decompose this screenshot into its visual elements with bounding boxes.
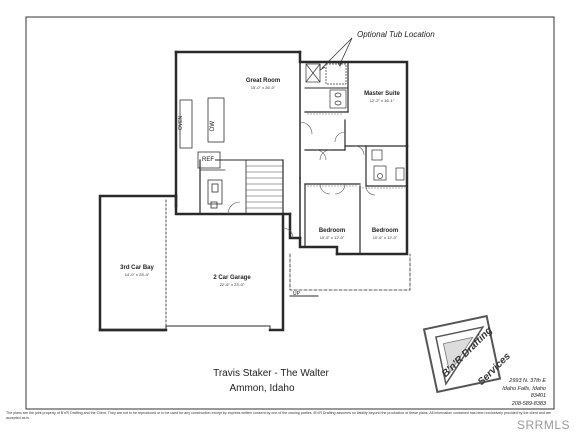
company-address: 2993 N. 37th E Idaho Falls, Idaho 83401 … (502, 378, 546, 408)
callout-leaders (319, 37, 353, 71)
address-line-3: 83401 (530, 393, 546, 399)
master-suite-dims: 12'-2" x 16'-1" (369, 98, 395, 103)
refrigerator-label: REF (201, 157, 215, 163)
oven-label: OVEN (178, 115, 184, 130)
walls (98, 50, 411, 332)
stairs (246, 165, 283, 209)
two-car-garage-label: 2 Car Garage (213, 275, 251, 281)
address-line-2: Idaho Falls, Idaho (502, 385, 546, 392)
kitchen-counters (179, 97, 225, 209)
optional-tub-callout: Optional Tub Location (357, 30, 435, 39)
address-line-1: 2993 N. 37th E (509, 378, 546, 384)
stair-up-label: UP (293, 291, 300, 297)
third-car-bay-dims: 14'-0" x 25'-4" (124, 272, 150, 277)
door-swings (227, 121, 376, 239)
mls-watermark: SRRMLS (516, 418, 570, 432)
closet-shelves (307, 113, 405, 189)
company-phone: 208-589-8383 (511, 400, 546, 407)
sheet-border (25, 16, 555, 410)
bath-fixtures (305, 63, 405, 181)
bedroom-1-dims: 10'-5" x 12'-0" (319, 235, 345, 240)
company-logo (422, 314, 502, 394)
dishwasher-label: DW (210, 121, 216, 131)
great-room-label: Great Room (245, 78, 281, 84)
project-location: Ammon, Idaho (229, 383, 295, 394)
bedroom-2-dims: 10'-6" x 12'-0" (372, 235, 398, 240)
great-room-dims: 15'-0" x 26'-0" (250, 85, 276, 90)
third-car-bay-label: 3rd Car Bay (120, 265, 154, 271)
two-car-garage-dims: 22'-6" x 23'-0" (219, 282, 245, 287)
project-title: Travis Staker - The Walter (213, 368, 329, 379)
bedroom-2-label: Bedroom (371, 228, 399, 234)
master-suite-label: Master Suite (364, 91, 400, 97)
bedroom-1-label: Bedroom (318, 228, 346, 234)
legal-disclaimer: The plans are the joint property of B'n'… (6, 411, 552, 420)
